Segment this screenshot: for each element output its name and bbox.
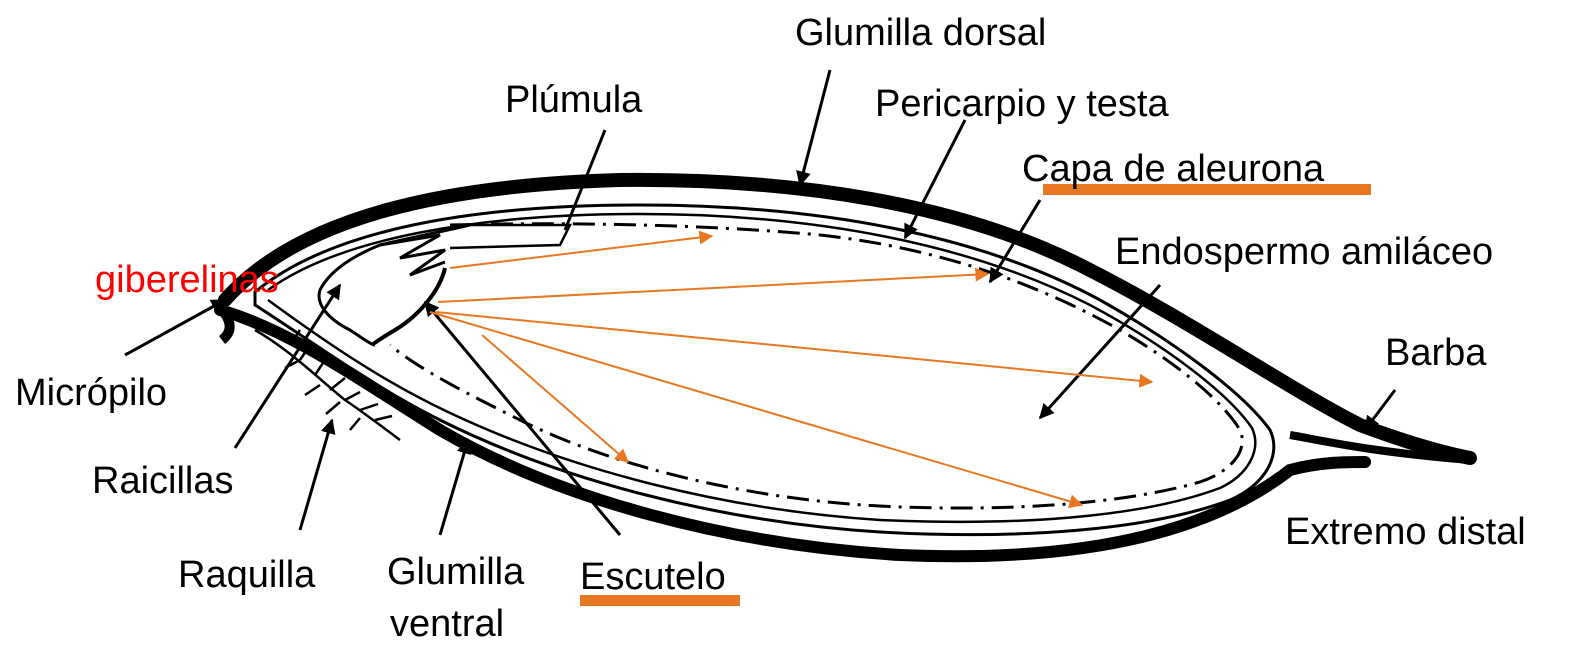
- plumule-sheath: [450, 225, 570, 248]
- leader-micropilo: [125, 300, 225, 355]
- leader-endospermo: [1040, 285, 1160, 418]
- labels: Glumilla dorsal Plúmula Pericarpio y tes…: [15, 12, 1526, 645]
- label-micropilo: Micrópilo: [15, 372, 167, 414]
- plumule-shape: [380, 235, 445, 275]
- label-endospermo: Endospermo amiláceo: [1115, 231, 1493, 273]
- gibberellin-arrows: [430, 236, 1152, 505]
- gib-arrow-2: [438, 274, 988, 302]
- leader-raicillas: [235, 285, 340, 448]
- leader-lines: [125, 70, 1395, 535]
- escutelo-outline: [372, 268, 445, 345]
- label-giberelinas: giberelinas: [95, 259, 279, 301]
- label-glumilla-dorsal: Glumilla dorsal: [795, 12, 1046, 54]
- leader-escutelo: [425, 302, 620, 535]
- micropyle-lip: [218, 305, 230, 340]
- label-pericarpio-testa: Pericarpio y testa: [875, 83, 1169, 125]
- leader-glumilla-dorsal: [800, 70, 830, 185]
- label-raicillas: Raicillas: [92, 460, 233, 502]
- label-plumula: Plúmula: [505, 79, 643, 121]
- label-extremo-distal: Extremo distal: [1285, 511, 1526, 553]
- label-escutelo: Escutelo: [580, 556, 726, 598]
- label-glumilla-ventral-line1: Glumilla: [387, 551, 525, 593]
- label-raquilla: Raquilla: [178, 554, 316, 596]
- gib-arrow-1: [450, 236, 712, 268]
- label-barba: Barba: [1385, 332, 1487, 374]
- gib-arrow-3: [436, 312, 1152, 382]
- leader-raquilla: [300, 420, 332, 530]
- label-glumilla-ventral-line2: ventral: [390, 603, 504, 645]
- label-capa-aleurona: Capa de aleurona: [1022, 148, 1325, 190]
- leader-glumilla-ventral: [440, 440, 468, 535]
- testa-line: [268, 214, 1255, 522]
- leader-barba: [1365, 390, 1395, 430]
